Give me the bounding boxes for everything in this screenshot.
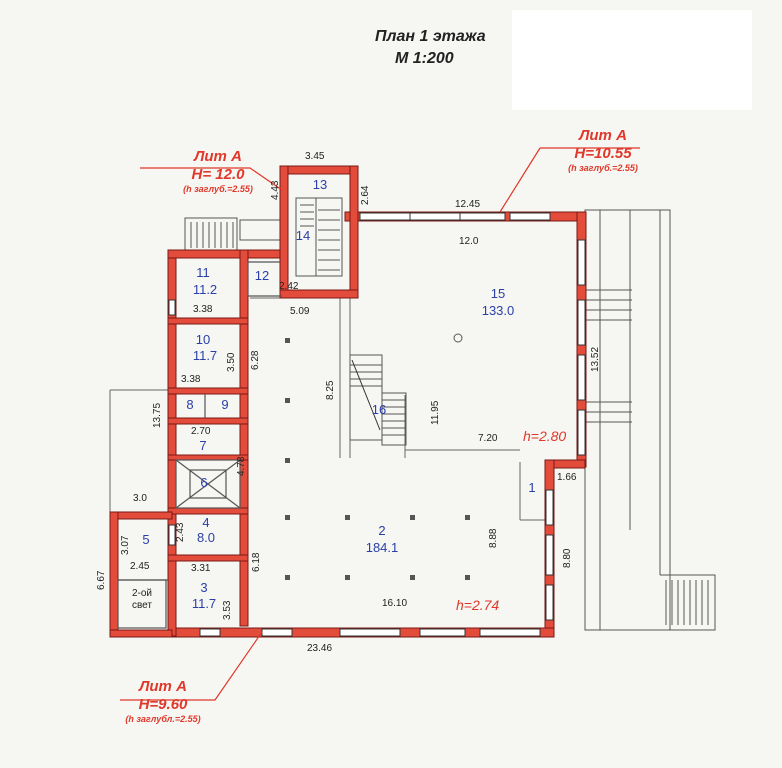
- dim-label-vertical: 2.43: [175, 522, 186, 542]
- column-marker: [453, 333, 463, 343]
- room-1-number: 1: [528, 480, 536, 495]
- dim-label: 2.70: [191, 426, 211, 437]
- room-12-number: 12: [254, 268, 270, 283]
- dim-label-vertical: 4.78: [236, 456, 247, 476]
- central-stairs: [349, 354, 407, 446]
- second-light-label: 2-ой свет: [122, 588, 162, 612]
- dim-label: 7.20: [478, 433, 498, 444]
- stair-14: [295, 197, 343, 277]
- lit-note: (h заглубл.=2.55): [125, 714, 201, 724]
- room-5-number: 5: [142, 532, 150, 547]
- lit-name: Лит А: [579, 127, 627, 144]
- leader-lines: [120, 147, 640, 701]
- room-10-number: 10: [195, 332, 211, 347]
- dim-label: 3.45: [305, 151, 325, 162]
- lit-label-bottom: Лит А H=9.60 (h заглубл.=2.55): [108, 678, 218, 725]
- windows: [168, 212, 586, 637]
- room-4-area: 8.0: [196, 530, 216, 545]
- room-4-number: 4: [202, 515, 210, 530]
- room-15-number: 15: [490, 286, 506, 301]
- room-14-number: 14: [295, 228, 311, 243]
- dim-label: 2.45: [130, 561, 150, 572]
- dim-label: 5.09: [290, 306, 310, 317]
- room-6-number: 6: [200, 475, 208, 490]
- columns: [285, 338, 470, 580]
- dim-label: 3.31: [191, 563, 211, 574]
- lit-name: Лит А: [139, 678, 187, 695]
- room-16-number: 16: [371, 402, 387, 417]
- dim-label: 12.0: [459, 236, 479, 247]
- lit-name: Лит А: [194, 148, 242, 165]
- dim-label-vertical: 13.75: [152, 402, 163, 428]
- room-11-area: 11.2: [192, 282, 218, 297]
- dim-label-vertical: 3.07: [120, 535, 131, 555]
- dim-label: 2.42: [279, 281, 299, 292]
- dim-label-vertical: 6.67: [96, 570, 107, 590]
- dim-label: 3.38: [193, 304, 213, 315]
- dim-label-vertical: 8.88: [488, 528, 499, 548]
- room-10-area: 11.7: [192, 348, 218, 363]
- room-2-number: 2: [378, 523, 386, 538]
- dim-label-vertical: 6.18: [251, 552, 262, 572]
- lit-note: (h заглуб.=2.55): [568, 163, 638, 173]
- dim-label-vertical: 6.28: [250, 350, 261, 370]
- second-light-line2: свет: [131, 600, 152, 611]
- right-terrace: [584, 209, 716, 631]
- dim-label-vertical: 8.80: [562, 548, 573, 568]
- dim-label: 1.66: [557, 472, 577, 483]
- lit-height: H=10.55: [574, 145, 632, 162]
- dim-label: 3.38: [181, 374, 201, 385]
- lit-height: H= 12.0: [191, 166, 245, 183]
- room-2-area: 184.1: [365, 540, 399, 555]
- room-3-area: 11.7: [191, 596, 217, 611]
- lit-height: H=9.60: [138, 696, 188, 713]
- room-8-number: 8: [186, 397, 194, 412]
- white-patch: [512, 10, 752, 110]
- plan-title-line1: План 1 этажа: [375, 28, 486, 45]
- lit-note: (h заглуб.=2.55): [183, 184, 253, 194]
- room-11-number: 11: [196, 265, 210, 280]
- dim-label-vertical: 11.95: [430, 400, 441, 425]
- dim-label: 23.46: [307, 643, 333, 654]
- dim-label-vertical: 3.53: [222, 600, 233, 620]
- room-13-number: 13: [312, 177, 328, 192]
- room-9-number: 9: [221, 397, 229, 412]
- second-light-line1: 2-ой: [131, 588, 153, 599]
- height-label-1: h=2.80: [523, 428, 567, 444]
- dim-label-vertical: 4.43: [270, 180, 281, 200]
- partitions: [117, 261, 282, 629]
- room-7-number: 7: [199, 438, 207, 453]
- dim-label-vertical: 8.25: [325, 380, 336, 400]
- plan-scale: М 1:200: [395, 50, 454, 67]
- lit-label-right: Лит А H=10.55 (h заглуб.=2.55): [548, 127, 658, 174]
- dim-label: 12.45: [455, 199, 481, 210]
- room-3-number: 3: [200, 580, 208, 595]
- dim-label-vertical: 13.52: [590, 346, 601, 372]
- dim-label-vertical: 3.50: [226, 352, 237, 372]
- lit-label-left: Лит А H= 12.0 (h заглуб.=2.55): [168, 148, 268, 195]
- entrance-stairs: [184, 217, 281, 251]
- room-15-area: 133.0: [481, 303, 515, 318]
- dim-label-vertical: 2.64: [360, 185, 371, 205]
- dim-label: 3.0: [133, 493, 147, 504]
- height-label-2: h=2.74: [456, 597, 500, 613]
- dim-label: 16.10: [382, 598, 408, 609]
